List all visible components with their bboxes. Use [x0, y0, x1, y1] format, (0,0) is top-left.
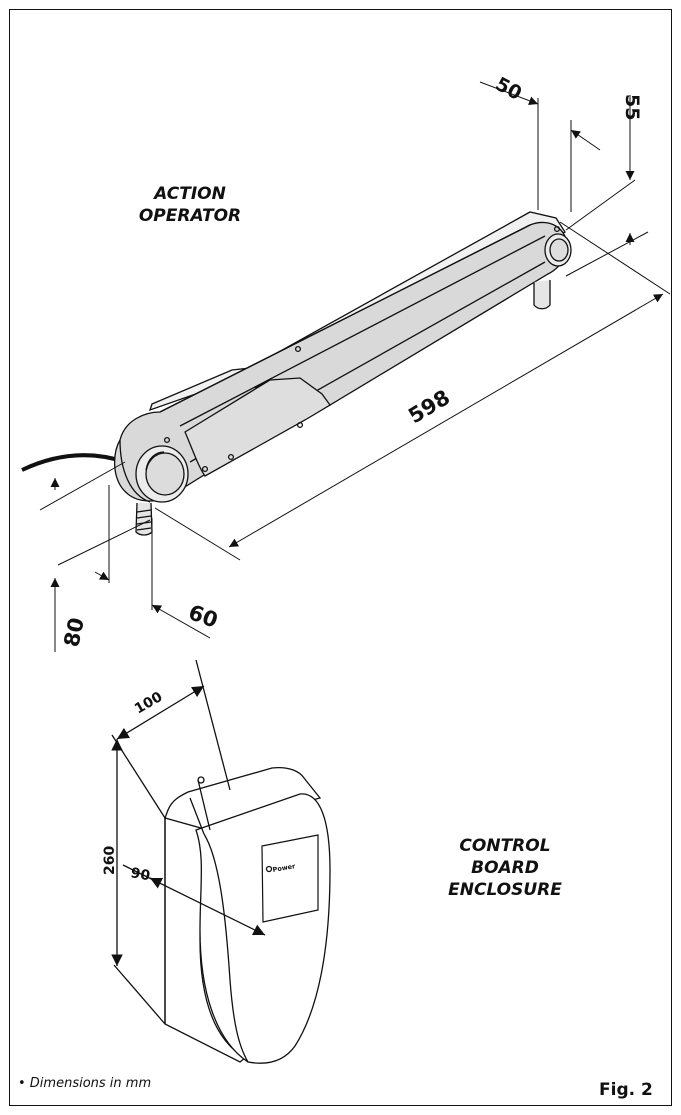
dimension-50: 50 [492, 73, 526, 105]
dimension-60: 60 [185, 600, 221, 633]
dimension-260: 260 [102, 846, 118, 875]
action-operator-drawing [21, 211, 572, 536]
action-operator-label: ACTION OPERATOR [110, 183, 270, 227]
dimension-80: 80 [59, 615, 89, 649]
enclosure-label-line: CONTROL [459, 836, 551, 856]
dimensions-note: • Dimensions in mm [18, 1076, 152, 1091]
figure-frame [9, 9, 672, 1106]
dimension-598: 598 [404, 385, 454, 428]
dimension-90: 90 [129, 865, 151, 884]
operator-dimension-lines [39, 81, 671, 652]
enclosure-label-line: ENCLOSURE [448, 880, 562, 900]
control-board-enclosure-drawing [111, 659, 331, 1064]
enclosure-label-line: BOARD [471, 858, 539, 878]
action-operator-label-line: ACTION [154, 184, 226, 204]
figure-caption: Fig. 2 [599, 1080, 653, 1100]
power-label: Power [272, 862, 297, 874]
action-operator-label-line: OPERATOR [138, 206, 242, 226]
dimension-55: 55 [621, 94, 643, 120]
control-board-enclosure-label: CONTROL BOARD ENCLOSURE [420, 835, 590, 901]
